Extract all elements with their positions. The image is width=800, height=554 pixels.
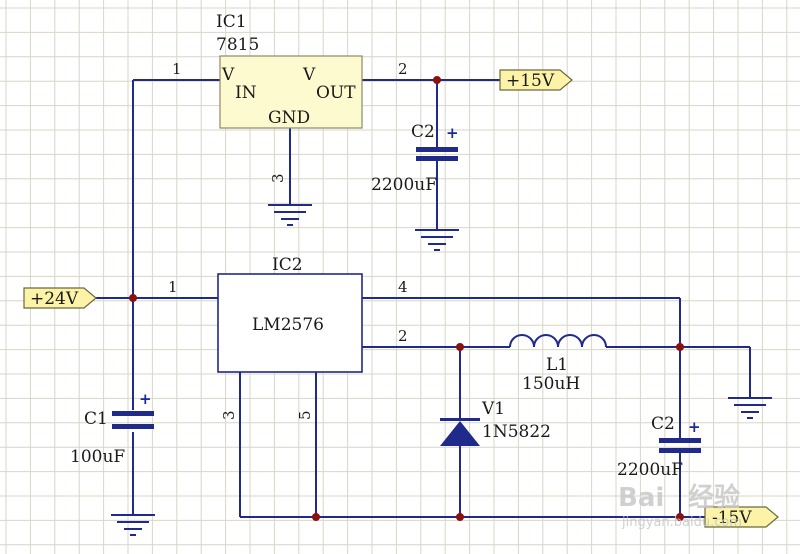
ic1-vout-subscript: OUT [316, 83, 356, 103]
l1-value: 150uH [522, 374, 580, 394]
ic1-body [219, 55, 363, 129]
diode-v1[interactable]: V1 1N5822 [440, 399, 551, 446]
ic2-ref: IC2 [272, 255, 303, 275]
c2-top-polarity: + [446, 124, 459, 142]
ic2-pin-in: 1 [168, 278, 178, 296]
junction-ic1-out [433, 76, 441, 84]
c2-top-plate-negative [416, 156, 458, 161]
ic1-ref: IC1 [216, 12, 247, 32]
ic1-pin-in: 1 [172, 60, 182, 78]
v1-ref: V1 [481, 399, 505, 419]
l1-coil [509, 334, 607, 348]
c2-bottom-value: 2200uF [617, 460, 683, 480]
junction-l1-right [676, 343, 684, 351]
c2-bottom-plate-negative [659, 448, 701, 453]
c1-value: 100uF [70, 447, 125, 467]
ic1-value: 7815 [216, 35, 259, 55]
c1-plate-positive [112, 411, 154, 416]
ic1-regulator[interactable]: IC1 7815 V IN V OUT GND 1 2 3 [172, 12, 408, 183]
junction-24v [129, 294, 137, 302]
capacitor-c1[interactable]: + C1 100uF [70, 390, 154, 467]
junction-diode-top [456, 343, 464, 351]
c2-top-plate-positive [416, 147, 458, 152]
ic2-pin-3: 3 [220, 410, 238, 420]
ic2-pin-out: 2 [398, 327, 408, 345]
c1-ref: C1 [84, 409, 108, 429]
port-plus-24v[interactable]: +24V [23, 287, 97, 309]
ic1-vout-label: V [302, 65, 316, 85]
port-plus-15v-shape [499, 69, 573, 91]
ground-c2-top [415, 229, 459, 251]
ground-right [728, 397, 772, 419]
ic2-body [217, 273, 363, 373]
c2-bottom-ref: C2 [651, 414, 675, 434]
ic1-gnd-label: GND [268, 108, 310, 128]
ic1-vin-subscript: IN [235, 83, 257, 103]
c2-top-ref: C2 [411, 122, 435, 142]
v1-anode-triangle [440, 421, 480, 446]
ic2-value: LM2576 [252, 315, 324, 335]
junction-diode-bottom [456, 513, 464, 521]
c2-bottom-polarity: + [688, 418, 701, 436]
junction-c2-bottom [676, 513, 684, 521]
port-plus-24v-shape [23, 287, 97, 309]
c1-polarity: + [139, 390, 152, 408]
baidu-watermark: Bai 经验 jingyan.baidu.com [618, 482, 742, 530]
ic2-pin-5: 5 [296, 410, 314, 420]
watermark-brand-cn: 经验 [688, 482, 740, 513]
port-plus-15v-label: +15V [506, 71, 555, 91]
junctions [129, 76, 684, 521]
c2-bottom-plate-positive [659, 438, 701, 443]
port-plus-15v[interactable]: +15V [499, 69, 573, 91]
ic2-switching-regulator[interactable]: IC2 LM2576 1 4 2 3 5 [168, 255, 408, 420]
watermark-url: jingyan.baidu.com [621, 515, 742, 530]
c1-plate-negative [112, 424, 154, 429]
port-minus-15v-label: -15V [712, 508, 752, 528]
ic1-vin-label: V [221, 65, 235, 85]
capacitor-c2-top[interactable]: + C2 2200uF [371, 122, 459, 195]
capacitor-c2-bottom[interactable]: + C2 2200uF [617, 414, 701, 480]
port-minus-15v[interactable]: -15V [704, 506, 779, 528]
ic1-pin-out: 2 [398, 60, 408, 78]
wires [96, 79, 751, 518]
watermark-brand: Bai [618, 483, 664, 513]
v1-cathode-bar [440, 418, 480, 421]
ground-c1 [111, 514, 155, 536]
ic2-pin-fb: 4 [398, 278, 408, 296]
l1-ref: L1 [546, 355, 568, 375]
inductor-l1[interactable]: L1 150uH [509, 334, 607, 394]
v1-value: 1N5822 [482, 422, 551, 442]
junction-pin5-bottom [312, 513, 320, 521]
ground-ic1 [268, 204, 312, 226]
port-plus-24v-label: +24V [30, 289, 79, 309]
ic1-pin-gnd: 3 [269, 173, 287, 183]
port-minus-15v-shape [704, 506, 779, 528]
c2-top-value: 2200uF [371, 175, 437, 195]
